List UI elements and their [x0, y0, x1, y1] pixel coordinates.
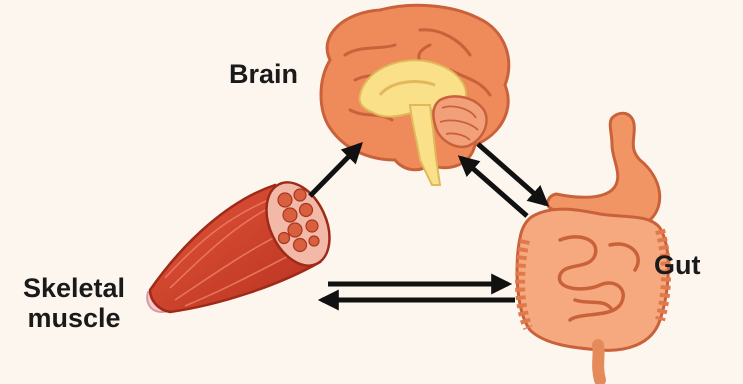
skeletal-muscle-label-line1: Skeletal — [4, 273, 144, 303]
arrow-brain-to-gut — [478, 144, 546, 204]
skeletal-muscle-label: Skeletal muscle — [4, 273, 144, 333]
gut-label: Gut — [654, 250, 701, 280]
gut-illustration — [517, 113, 668, 380]
brain-label: Brain — [229, 59, 298, 89]
arrow-muscle-to-brain — [310, 145, 360, 196]
skeletal-muscle-label-line2: muscle — [4, 303, 144, 333]
arrow-gut-to-brain — [461, 158, 527, 216]
